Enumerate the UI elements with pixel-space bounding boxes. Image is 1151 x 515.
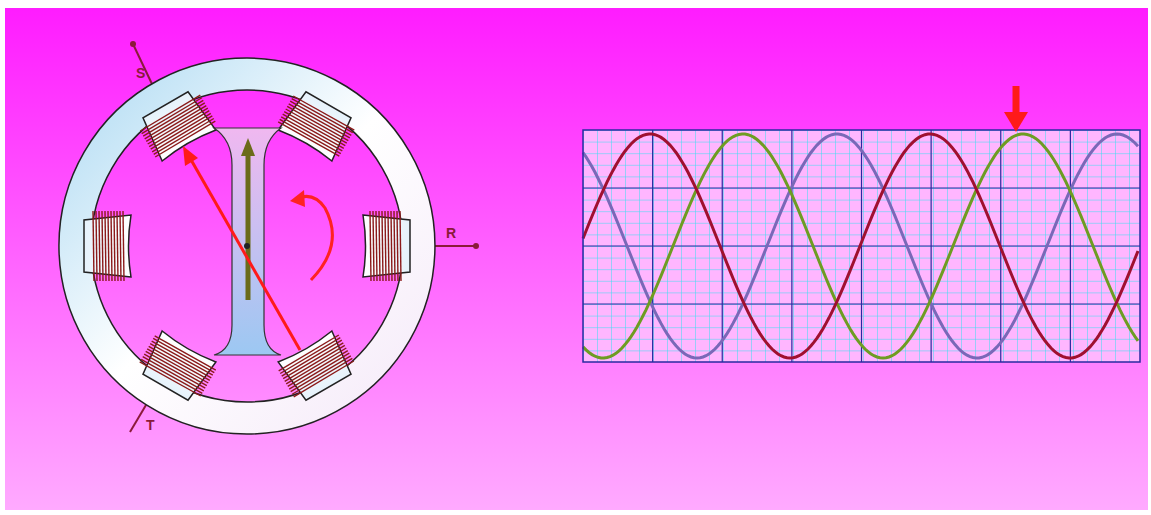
terminal-label: S xyxy=(136,66,145,80)
time-marker-arrow xyxy=(1013,86,1020,116)
terminal-label: R xyxy=(446,226,456,240)
rotor-field-arrow xyxy=(246,152,251,300)
stator-ring xyxy=(59,58,435,434)
phase-wave xyxy=(583,134,1138,358)
stator-poles xyxy=(84,87,410,404)
terminal-label: T xyxy=(146,418,155,432)
sine-waves xyxy=(583,134,1138,358)
grid-line xyxy=(583,187,1140,188)
phase-wave xyxy=(583,134,1138,358)
grid-line xyxy=(583,303,1140,304)
stator-field-arrow xyxy=(190,158,300,350)
rotation-arrow xyxy=(298,196,332,280)
phase-wave xyxy=(583,134,1138,358)
background xyxy=(5,8,1148,510)
rotor xyxy=(214,128,281,355)
scope-screen xyxy=(583,130,1140,362)
